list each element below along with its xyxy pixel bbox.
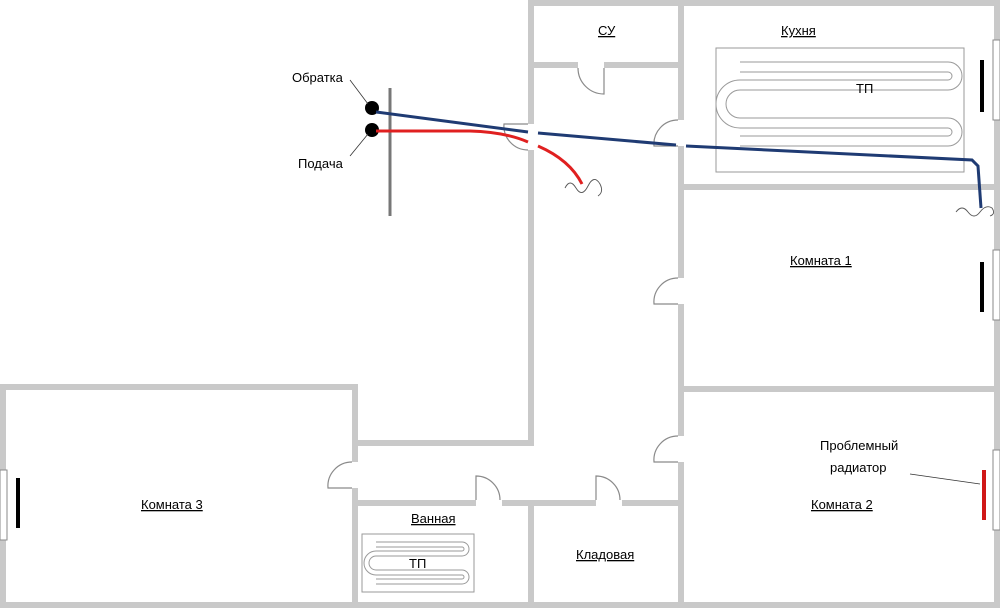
wall-bath-top — [352, 500, 684, 506]
problem-radiator-leader — [909, 473, 981, 485]
door-su — [577, 67, 605, 95]
door-bath — [475, 475, 501, 501]
room-label-storage: Кладовая — [576, 547, 634, 562]
room-label-su: СУ — [598, 23, 616, 38]
door-entrance — [503, 123, 529, 151]
floor-heating-kitchen-frame — [715, 47, 965, 173]
return-break-mark — [955, 206, 995, 217]
room-label-kitchen: Кухня — [781, 23, 816, 38]
floor-heating-bath-label: ТП — [409, 556, 426, 571]
room-label-room3: Комната 3 — [141, 497, 203, 512]
window-room3 — [0, 469, 8, 541]
return-pipe-segment-1 — [375, 110, 529, 134]
return-riser-node — [365, 101, 379, 115]
room-label-bath: Ванная — [411, 511, 456, 526]
return-pipe-segment-2 — [537, 131, 677, 147]
return-pipe-segment-3 — [685, 144, 983, 209]
door-room3 — [327, 461, 353, 489]
problem-radiator-label-line1: Проблемный — [820, 438, 898, 453]
supply-break-mark — [564, 179, 603, 197]
supply-label: Подача — [298, 156, 344, 171]
floor-heating-bath: ТП — [361, 533, 475, 593]
supply-pipe-segment-1 — [376, 129, 529, 144]
door-room2 — [653, 435, 679, 463]
doors — [327, 67, 679, 501]
floor-heating-bath-frame — [361, 533, 475, 593]
floor-heating-kitchen-label: ТП — [856, 81, 873, 96]
window-kitchen — [992, 39, 1000, 121]
wall-bath-right — [528, 500, 534, 608]
floor-heating-kitchen: ТП — [715, 47, 965, 173]
return-leader-line — [349, 79, 369, 105]
wall-kitchen-bottom — [678, 184, 994, 190]
room-label-room2: Комната 2 — [811, 497, 873, 512]
wall-room3-right — [352, 440, 358, 608]
door-kitchen — [653, 119, 679, 147]
door-room1 — [653, 277, 679, 305]
wall-room1-bottom — [678, 386, 994, 392]
window-room1 — [992, 249, 1000, 321]
supply-leader-line — [349, 133, 369, 157]
problem-radiator-label-line2: радиатор — [830, 460, 887, 475]
supply-pipe-segment-2 — [537, 144, 584, 185]
room-label-room1: Комната 1 — [790, 253, 852, 268]
return-label: Обратка — [292, 70, 344, 85]
door-storage — [595, 475, 621, 501]
window-room2 — [992, 449, 1000, 531]
supply-riser-node — [365, 123, 379, 137]
